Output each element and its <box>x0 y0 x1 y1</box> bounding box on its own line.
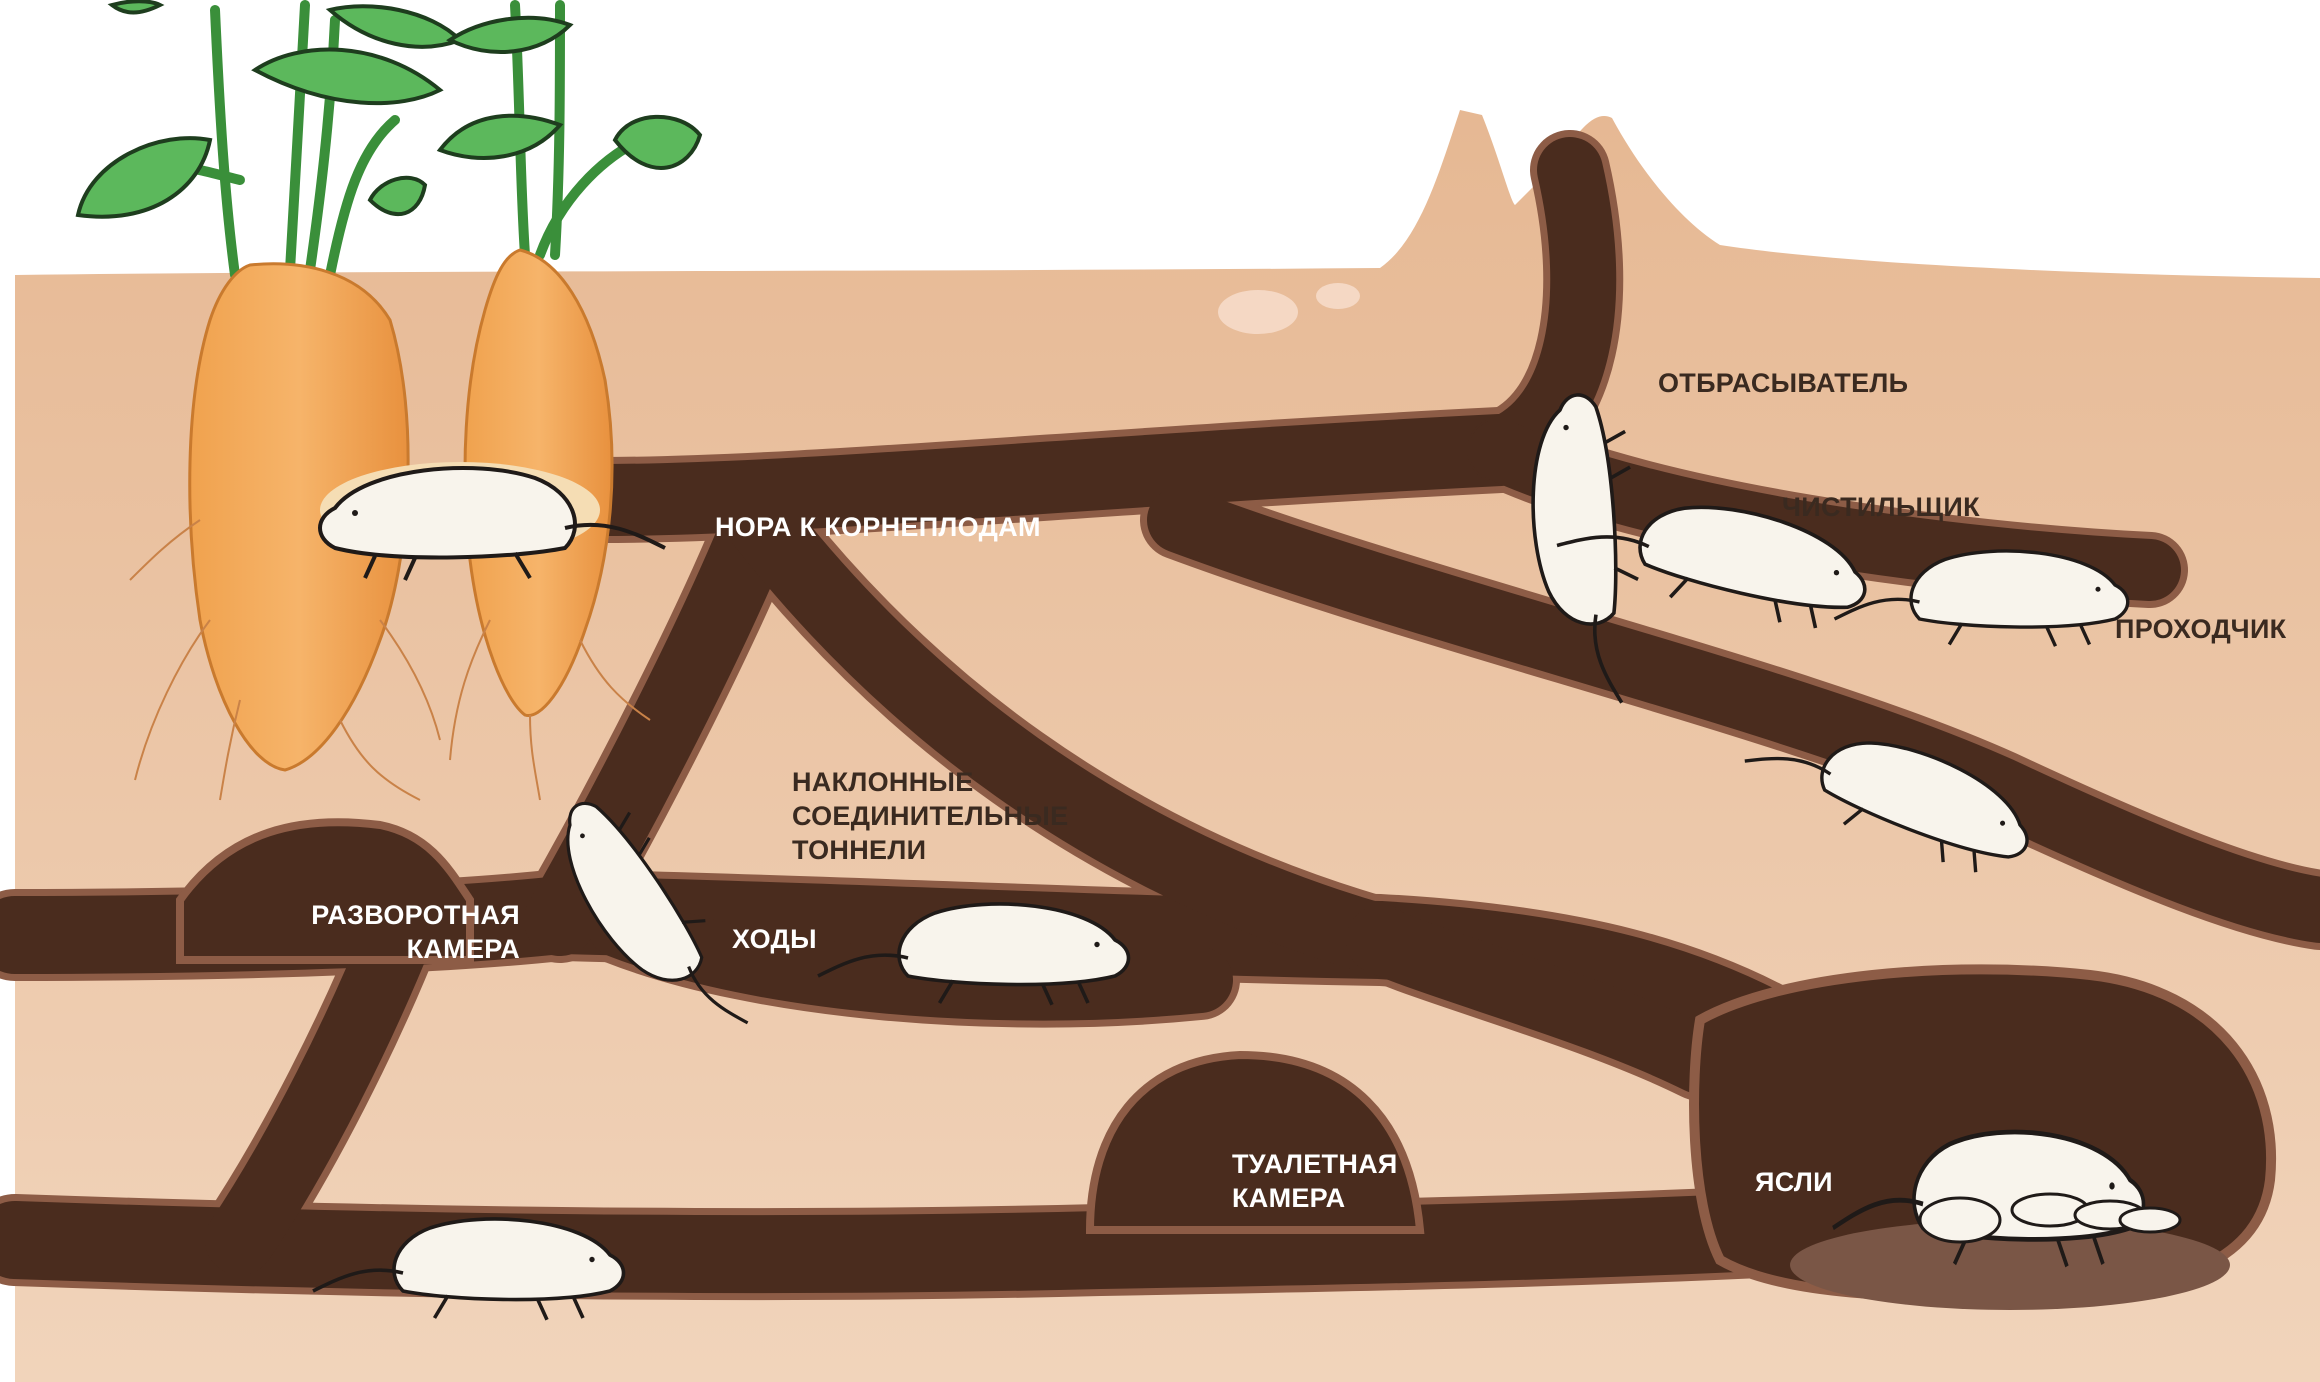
label-digger: ПРОХОДЧИК <box>2115 612 2286 646</box>
label-nursery: ЯСЛИ <box>1755 1165 1833 1199</box>
label-cleaner: ЧИСТИЛЬЩИК <box>1782 490 1980 524</box>
mole-rat-digger <box>1835 551 2128 646</box>
label-sloped-tunnels-line-3: ТОННЕЛИ <box>792 833 1068 867</box>
label-toilet-chamber-line-2: КАМЕРА <box>1232 1181 1398 1215</box>
mole-rat-right-tunnel <box>1735 697 2043 887</box>
mole-rat-passages <box>818 904 1129 1005</box>
mole-rat-sloped-tunnel <box>537 782 769 1059</box>
label-turning-chamber: РАЗВОРОТНАЯ КАМЕРА <box>300 898 520 966</box>
mole-rat-nursery-mother <box>1833 1132 2144 1266</box>
mole-rat-thrower <box>1523 391 1650 709</box>
label-sloped-tunnels-line-1: НАКЛОННЫЕ <box>792 765 1068 799</box>
label-toilet-chamber: ТУАЛЕТНАЯ КАМЕРА <box>1232 1147 1398 1215</box>
label-passages: ХОДЫ <box>732 922 817 956</box>
label-turning-chamber-line-1: РАЗВОРОТНАЯ <box>300 898 520 932</box>
label-turning-chamber-line-2: КАМЕРА <box>300 932 520 966</box>
label-sloped-tunnels-line-2: СОЕДИНИТЕЛЬНЫЕ <box>792 799 1068 833</box>
label-root-burrow: НОРА К КОРНЕПЛОДАМ <box>715 510 1041 544</box>
label-toilet-chamber-line-1: ТУАЛЕТНАЯ <box>1232 1147 1398 1181</box>
label-thrower: ОТБРАСЫВАТЕЛЬ <box>1658 366 1908 400</box>
mole-rat-bottom <box>313 1219 624 1320</box>
mole-rat-eating <box>320 468 665 580</box>
label-sloped-tunnels: НАКЛОННЫЕ СОЕДИНИТЕЛЬНЫЕ ТОННЕЛИ <box>792 765 1068 867</box>
